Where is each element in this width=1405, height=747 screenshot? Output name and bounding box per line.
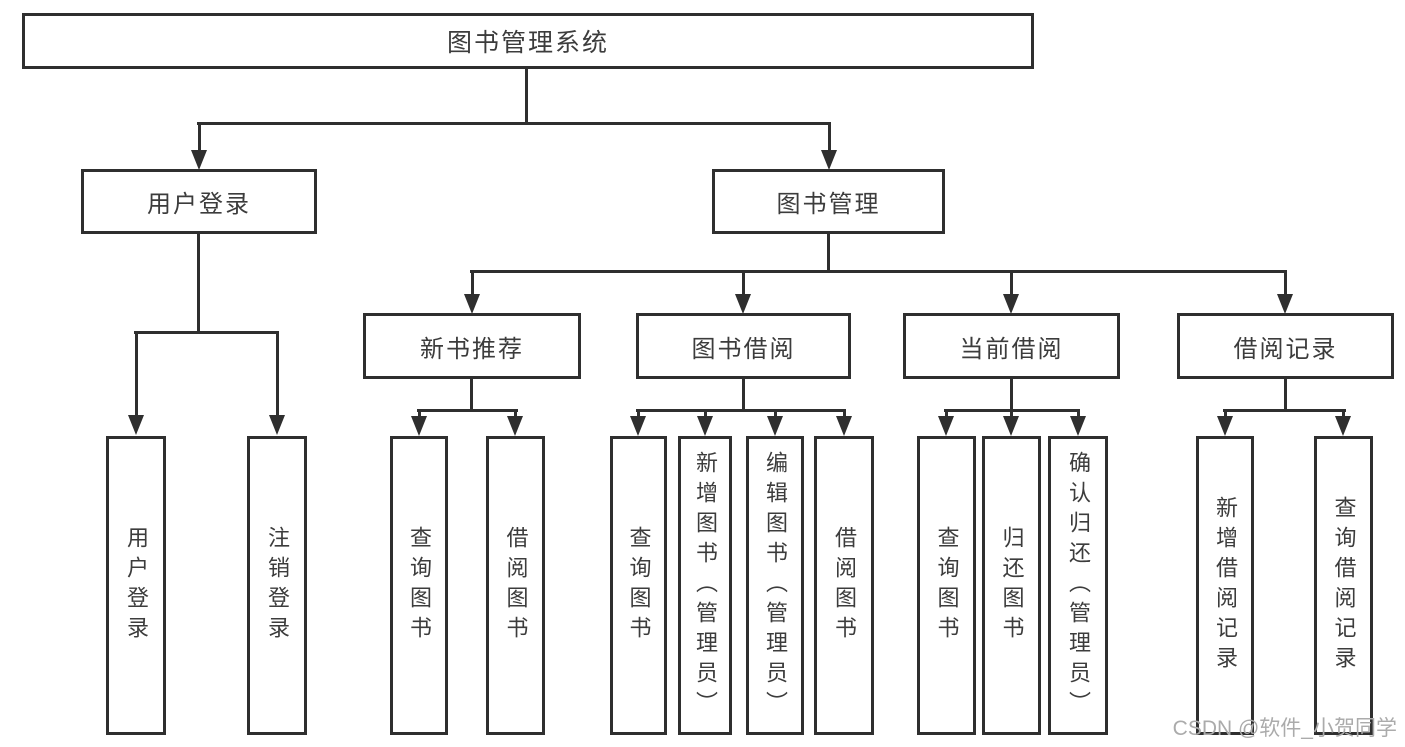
connector-line bbox=[470, 379, 473, 412]
leaf-query-books-1: 查询图书 bbox=[390, 436, 448, 735]
node-root-label: 图书管理系统 bbox=[446, 29, 609, 57]
leaf-borrow-books-2-label: 借阅图书 bbox=[832, 525, 857, 646]
arrow-down-icon bbox=[464, 270, 480, 314]
node-book-mgmt: 图书管理 bbox=[712, 169, 945, 234]
leaf-query-books-3: 查询图书 bbox=[917, 436, 976, 735]
node-user-login: 用户登录 bbox=[81, 169, 317, 234]
node-book-mgmt-label: 图书管理 bbox=[776, 191, 881, 218]
node-borrow-records-label: 借阅记录 bbox=[1233, 335, 1338, 363]
connector-line bbox=[417, 409, 518, 412]
arrow-down-icon bbox=[411, 409, 427, 436]
connector-line bbox=[1010, 379, 1013, 412]
arrow-down-icon bbox=[767, 409, 783, 436]
arrow-down-icon bbox=[507, 409, 523, 436]
leaf-query-borrow-record-label: 查询借阅记录 bbox=[1331, 495, 1357, 676]
leaf-logout: 注销登录 bbox=[247, 436, 307, 735]
leaf-user-login: 用户登录 bbox=[106, 436, 166, 735]
arrow-down-icon bbox=[821, 122, 837, 170]
node-user-login-label: 用户登录 bbox=[147, 191, 251, 218]
leaf-add-borrow-record-label: 新增借阅记录 bbox=[1213, 495, 1238, 676]
node-new-book-recommend: 新书推荐 bbox=[363, 313, 581, 379]
arrow-down-icon bbox=[1217, 409, 1233, 436]
node-current-borrow: 当前借阅 bbox=[903, 313, 1120, 379]
arrow-down-icon bbox=[128, 331, 144, 435]
connector-line bbox=[742, 379, 745, 412]
leaf-borrow-books-1-label: 借阅图书 bbox=[503, 525, 529, 646]
arrow-down-icon bbox=[1070, 409, 1086, 436]
arrow-down-icon bbox=[1003, 270, 1019, 314]
connector-line bbox=[197, 234, 200, 334]
arrow-down-icon bbox=[1335, 409, 1351, 436]
leaf-query-books-3-label: 查询图书 bbox=[934, 525, 960, 646]
connector-line bbox=[636, 409, 846, 412]
connector-line bbox=[1284, 379, 1287, 412]
arrow-down-icon bbox=[269, 331, 285, 435]
leaf-borrow-books-2: 借阅图书 bbox=[814, 436, 874, 735]
connector-line bbox=[197, 122, 831, 125]
leaf-add-books-admin-label: 新增图书（管理员） bbox=[693, 450, 718, 721]
node-current-borrow-label: 当前借阅 bbox=[959, 335, 1064, 363]
arrow-down-icon bbox=[191, 122, 207, 170]
leaf-borrow-books-1: 借阅图书 bbox=[486, 436, 545, 735]
leaf-user-login-label: 用户登录 bbox=[124, 525, 149, 646]
leaf-edit-books-admin-label: 编辑图书（管理员） bbox=[763, 450, 788, 721]
connector-line bbox=[1223, 409, 1346, 412]
connector-line bbox=[134, 331, 279, 334]
leaf-add-books-admin: 新增图书（管理员） bbox=[678, 436, 732, 735]
leaf-return-books: 归还图书 bbox=[982, 436, 1041, 735]
connector-line bbox=[827, 234, 830, 273]
leaf-query-books-1-label: 查询图书 bbox=[407, 525, 432, 646]
leaf-edit-books-admin: 编辑图书（管理员） bbox=[746, 436, 804, 735]
leaf-add-borrow-record: 新增借阅记录 bbox=[1196, 436, 1254, 735]
leaf-confirm-return-admin: 确认归还（管理员） bbox=[1048, 436, 1108, 735]
node-root: 图书管理系统 bbox=[22, 13, 1034, 69]
arrow-down-icon bbox=[1277, 270, 1293, 314]
leaf-query-books-2-label: 查询图书 bbox=[626, 525, 652, 646]
leaf-logout-label: 注销登录 bbox=[265, 525, 290, 646]
leaf-query-books-2: 查询图书 bbox=[610, 436, 667, 735]
arrow-down-icon bbox=[836, 409, 852, 436]
connector-line bbox=[470, 270, 1287, 273]
connector-line bbox=[525, 69, 528, 125]
arrow-down-icon bbox=[735, 270, 751, 314]
node-book-borrow-label: 图书借阅 bbox=[691, 335, 796, 363]
node-book-borrow: 图书借阅 bbox=[636, 313, 851, 379]
arrow-down-icon bbox=[630, 409, 646, 436]
leaf-return-books-label: 归还图书 bbox=[999, 525, 1025, 646]
node-borrow-records: 借阅记录 bbox=[1177, 313, 1394, 379]
arrow-down-icon bbox=[697, 409, 713, 436]
arrow-down-icon bbox=[1003, 409, 1019, 436]
leaf-confirm-return-admin-label: 确认归还（管理员） bbox=[1066, 450, 1091, 721]
leaf-query-borrow-record: 查询借阅记录 bbox=[1314, 436, 1373, 735]
node-new-book-recommend-label: 新书推荐 bbox=[420, 335, 524, 363]
arrow-down-icon bbox=[938, 409, 954, 436]
